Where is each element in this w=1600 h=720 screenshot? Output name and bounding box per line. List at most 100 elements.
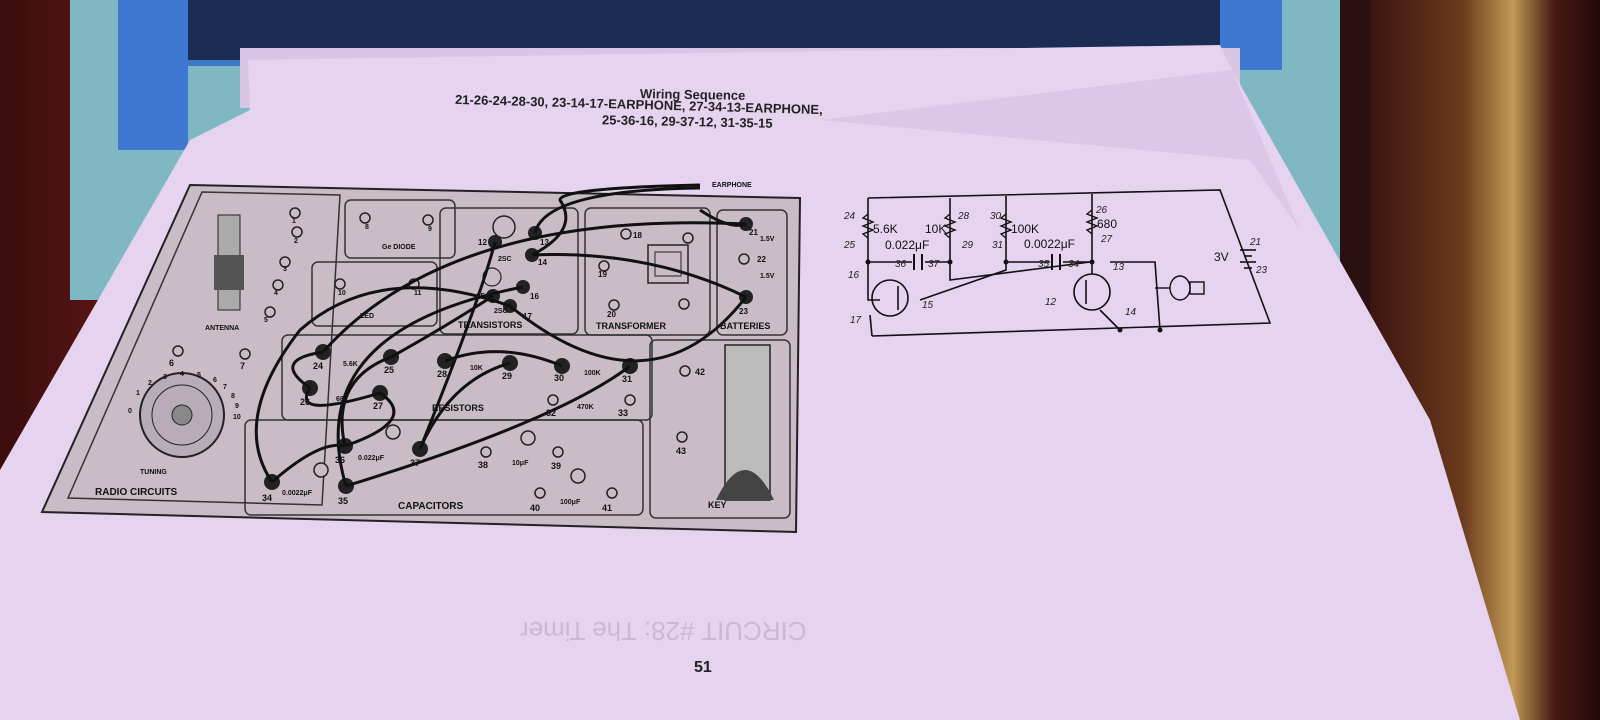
sch-node-21: 21 (1250, 237, 1262, 248)
sch-node-34: 34 (1068, 259, 1080, 270)
terminal-5: 5 (264, 317, 268, 324)
value-c36: 0.022μF (358, 455, 385, 462)
terminal-16: 16 (530, 292, 539, 301)
sch-c2: 0.0022μF (1024, 237, 1075, 251)
terminal-35: 35 (338, 496, 349, 506)
sch-node-35: 35 (1038, 259, 1050, 270)
terminal-26: 26 (300, 397, 311, 407)
terminal-13: 13 (540, 238, 549, 247)
sch-node-28: 28 (958, 211, 970, 222)
led-label: LED (360, 313, 374, 320)
sch-r1: 5.6K (873, 222, 898, 236)
section-batteries (716, 209, 788, 336)
terminal-21: 21 (749, 228, 758, 237)
terminal-38: 38 (478, 460, 489, 470)
transformer-label: TRANSFORMER (596, 321, 666, 331)
board-wires (254, 183, 748, 488)
terminal-25: 25 (384, 365, 395, 375)
value-r26: 680 (336, 396, 348, 403)
sch-r4: 680 (1097, 217, 1118, 231)
terminal-24: 24 (313, 361, 324, 371)
dial-8: 8 (231, 393, 235, 400)
terminal-3: 3 (283, 266, 287, 273)
value-bat2: 1.5V (760, 273, 775, 280)
terminal-20: 20 (607, 310, 616, 319)
antenna-label: ANTENNA (205, 325, 240, 332)
capacitors-label: CAPACITORS (398, 501, 464, 512)
value-r30: 100K (584, 370, 601, 377)
terminal-33: 33 (618, 408, 629, 418)
terminal-7: 7 (240, 361, 246, 371)
sch-c1: 0.022μF (885, 238, 930, 252)
sch-node-29: 29 (962, 240, 974, 251)
open-terminals (172, 207, 750, 499)
terminal-42: 42 (695, 367, 706, 377)
terminal-39: 39 (551, 461, 562, 471)
sch-node-14: 14 (1125, 307, 1137, 318)
sch-node-31: 31 (992, 240, 1004, 251)
sch-node-12: 12 (1045, 297, 1057, 308)
section-capacitors (244, 419, 644, 516)
terminal-1: 1 (292, 218, 296, 225)
terminal-31: 31 (622, 374, 633, 384)
sch-r3: 100K (1011, 222, 1040, 236)
terminal-29: 29 (502, 371, 513, 381)
terminal-34: 34 (262, 493, 273, 503)
terminal-8: 8 (365, 224, 369, 231)
terminal-43: 43 (676, 446, 687, 456)
sch-node-15: 15 (922, 300, 934, 311)
terminal-10: 10 (338, 290, 346, 297)
terminal-14: 14 (538, 258, 547, 267)
dial-4: 4 (180, 371, 184, 378)
value-r24: 5.6K (343, 361, 358, 368)
dial-10: 10 (233, 414, 241, 421)
sch-battery: 3V (1214, 250, 1229, 264)
dial-3: 3 (163, 374, 167, 381)
terminal-32: 32 (546, 408, 557, 418)
show-through-text: CIRCUIT #28: The Timer (520, 616, 807, 646)
terminal-4: 4 (274, 290, 278, 297)
schematic-caps (913, 254, 1061, 270)
ge-diode-label: Ge DIODE (382, 244, 416, 251)
value-c34: 0.0022μF (282, 490, 312, 497)
section-radio (66, 191, 341, 506)
sch-node-37: 37 (928, 259, 940, 270)
value-bat1: 1.5V (760, 236, 775, 243)
sch-node-30: 30 (990, 211, 1002, 222)
value-r28: 10K (470, 365, 483, 372)
page-number: 51 (694, 659, 712, 676)
terminal-12: 12 (478, 238, 487, 247)
section-diode (344, 199, 456, 259)
value-c40: 100μF (560, 499, 581, 506)
sch-node-27: 27 (1101, 234, 1113, 245)
terminal-36: 36 (335, 455, 346, 465)
dial-9: 9 (235, 403, 239, 410)
terminal-27: 27 (373, 401, 384, 411)
terminal-18: 18 (633, 231, 642, 240)
terminal-23: 23 (739, 307, 748, 316)
dial-1: 1 (136, 390, 140, 397)
section-transistors (439, 207, 579, 335)
dial-5: 5 (197, 372, 201, 379)
terminal-41: 41 (602, 503, 613, 513)
terminal-6: 6 (169, 358, 175, 368)
dial-7: 7 (223, 384, 227, 391)
frame-blue-left (118, 0, 188, 150)
value-c38: 10μF (512, 460, 529, 467)
sch-node-16: 16 (848, 270, 860, 281)
terminal-22: 22 (757, 255, 766, 264)
transistors-label: TRANSISTORS (458, 320, 523, 330)
terminal-30: 30 (554, 373, 565, 383)
sch-node-23: 23 (1256, 265, 1268, 276)
sch-node-24: 24 (844, 211, 856, 222)
schematic-resistors (861, 209, 1099, 239)
batteries-label: BATTERIES (720, 321, 771, 331)
sch-node-13: 13 (1113, 262, 1125, 273)
terminal-40: 40 (530, 503, 541, 513)
sch-r2: 10K (925, 222, 947, 236)
resistors-label: RESISTORS (432, 403, 484, 413)
section-key (649, 339, 791, 519)
value-t1: 2SC (498, 256, 512, 263)
value-t2: 2SC (494, 308, 508, 315)
